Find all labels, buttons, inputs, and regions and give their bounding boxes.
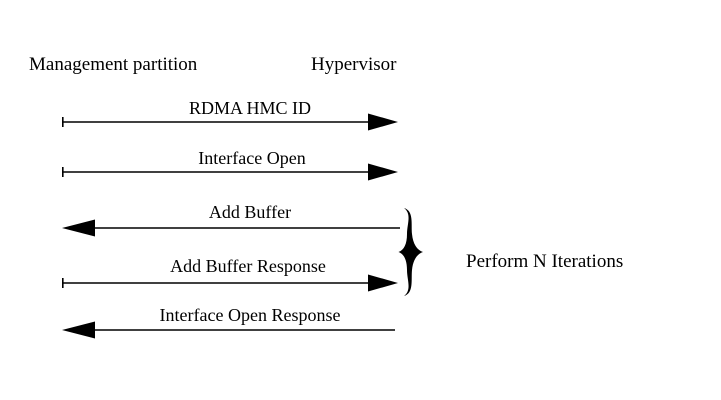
lane-header-management-partition: Management partition [29,54,198,75]
message-label-interface-open: Interface Open [198,148,306,168]
message-label-interface-open-response: Interface Open Response [159,305,341,325]
group-brace-icon [398,208,423,296]
group-label-perform-n-iterations: Perform N Iterations [466,251,624,272]
message-label-add-buffer: Add Buffer [208,202,292,222]
message-arrow-add-buffer-response [61,274,398,292]
message-label-rdma-hmc-id: RDMA HMC ID [188,98,312,118]
lane-header-hypervisor: Hypervisor [311,54,397,75]
message-label-add-buffer-response: Add Buffer Response [170,256,326,276]
message-arrow-add-buffer [62,219,400,237]
